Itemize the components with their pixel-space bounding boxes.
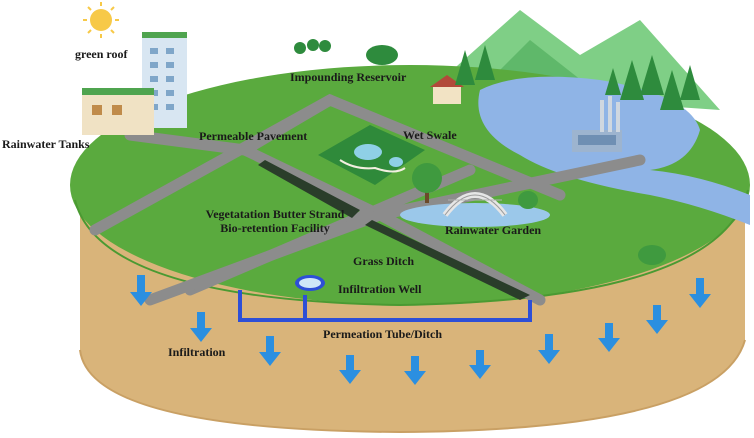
wet-swale-pond	[354, 144, 382, 160]
permeation-tube	[238, 290, 532, 322]
arrow-down-icon	[598, 323, 620, 352]
label-rainwater-garden: Rainwater Garden	[445, 223, 542, 237]
label-vegetation-strand-line1: Vegetatation Butter Strand	[205, 207, 345, 221]
label-vegetation-strand-line2: Bio-retention Facility	[220, 221, 330, 235]
arrow-down-icon	[646, 305, 668, 334]
arrow-down-icon	[469, 350, 491, 379]
tree-icon	[412, 163, 442, 203]
arrow-down-icon	[130, 275, 152, 306]
tree-icon	[294, 39, 398, 65]
label-green-roof: green roof	[75, 47, 128, 61]
sun-icon	[83, 2, 119, 38]
arrow-down-icon	[689, 278, 711, 308]
infiltration-arrows	[130, 275, 711, 385]
tree-icon	[455, 45, 700, 110]
arrow-down-icon	[190, 312, 212, 342]
road-long	[144, 209, 386, 306]
label-impounding-reservoir: Impounding Reservoir	[290, 70, 407, 84]
label-wet-swale: Wet Swale	[403, 128, 457, 142]
bridge-icon	[442, 192, 508, 217]
wet-swale-path	[339, 159, 406, 173]
house-icon	[82, 88, 154, 135]
label-permeation-tube: Permeation Tube/Ditch	[323, 327, 442, 341]
soil-edge	[79, 339, 746, 434]
road-right	[374, 154, 646, 221]
well-icon	[295, 275, 325, 291]
tree-icon	[638, 245, 666, 265]
tree-icon	[518, 191, 538, 209]
rainwater-garden-pool	[400, 203, 550, 227]
label-rainwater-tanks: Rainwater Tanks	[2, 137, 90, 151]
label-infiltration-well: Infiltration Well	[338, 282, 422, 296]
road-upper	[124, 93, 566, 201]
arrow-down-icon	[259, 336, 281, 366]
factory-icon	[572, 96, 622, 152]
label-grass-ditch: Grass Ditch	[353, 254, 414, 268]
label-vegetation-strand: Vegetatation Butter Strand Bio-retention…	[175, 207, 375, 235]
arrow-down-icon	[404, 356, 426, 385]
ground-top-rim	[74, 189, 749, 307]
arrow-down-icon	[339, 355, 361, 384]
label-infiltration: Infiltration	[168, 345, 226, 359]
vegetation-strand-hedge	[258, 160, 530, 300]
label-permeable-pavement: Permeable Pavement	[199, 129, 308, 143]
arrow-down-icon	[538, 334, 560, 364]
wet-swale-pond-small	[389, 157, 403, 167]
